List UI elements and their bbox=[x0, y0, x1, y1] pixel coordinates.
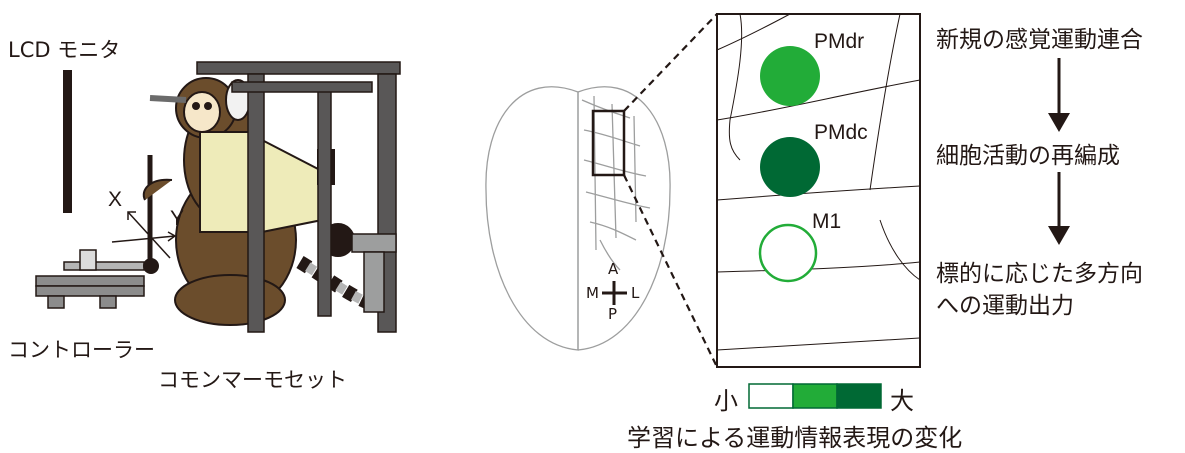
area-m1-circle bbox=[758, 223, 818, 283]
legend-small-label: 小 bbox=[714, 387, 738, 415]
lcd-monitor-label: LCD モニタ bbox=[8, 38, 121, 62]
legend-large-label: 大 bbox=[890, 387, 914, 415]
controller bbox=[35, 155, 159, 309]
brain-roi-box bbox=[591, 109, 626, 177]
legend-caption: 学習による運動情報表現の変化 bbox=[627, 424, 963, 452]
axis-x-label: X bbox=[108, 188, 123, 211]
inset-panel bbox=[716, 13, 921, 368]
area-pmdr-label: PMdr bbox=[814, 30, 865, 53]
direction-m-label: M bbox=[586, 284, 599, 302]
brain-outline bbox=[485, 86, 671, 351]
cage-frame bbox=[196, 61, 401, 333]
area-pmdc-label: PMdc bbox=[814, 121, 868, 144]
area-pmdr-circle bbox=[760, 46, 820, 106]
direction-cross bbox=[602, 281, 627, 305]
lcd-monitor bbox=[63, 70, 72, 213]
area-pmdc-circle bbox=[760, 137, 820, 197]
flow-step-3a: 標的に応じた多方向 bbox=[936, 261, 1143, 287]
area-m1-label: M1 bbox=[812, 210, 842, 233]
flow-arrows bbox=[1048, 58, 1070, 245]
legend-bar bbox=[748, 383, 882, 409]
controller-label: コントローラー bbox=[8, 338, 155, 362]
direction-p-label: P bbox=[608, 305, 618, 323]
direction-l-label: L bbox=[631, 284, 640, 302]
axis-arrows bbox=[111, 211, 177, 259]
flow-step-3b: への運動出力 bbox=[936, 293, 1074, 319]
flow-step-1: 新規の感覚運動連合 bbox=[936, 27, 1143, 53]
projection-lines bbox=[623, 13, 718, 368]
marmoset-label: コモンマーモセット bbox=[158, 368, 347, 392]
axis-y-label: Y bbox=[170, 207, 185, 230]
flow-step-2: 細胞活動の再編成 bbox=[936, 143, 1120, 169]
direction-a-label: A bbox=[608, 260, 619, 278]
